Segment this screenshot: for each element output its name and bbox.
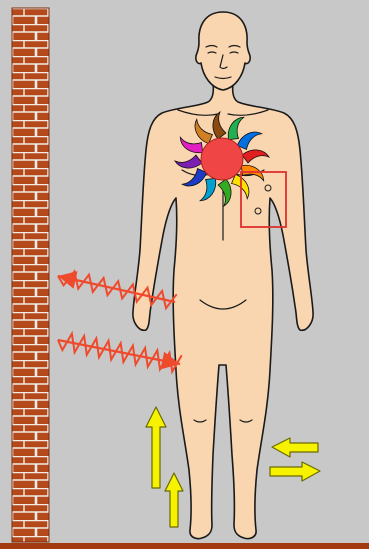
heart-core (201, 138, 243, 180)
device-dot-top (265, 185, 271, 191)
floor (0, 543, 369, 549)
device-dot-bottom (255, 208, 261, 214)
brick-wall (12, 8, 49, 542)
